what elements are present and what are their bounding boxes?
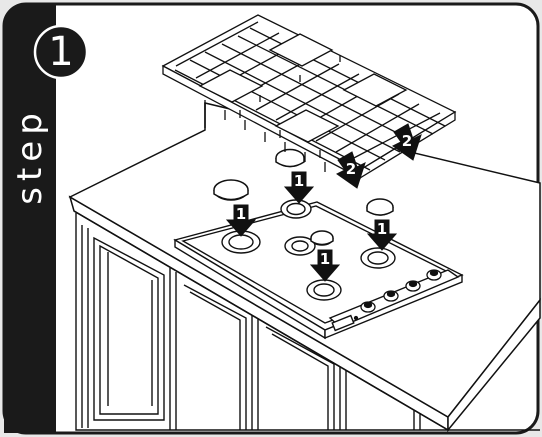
- arrow-cap-3: [366, 219, 398, 251]
- control-knobs: [353, 269, 442, 321]
- burner-caps: [213, 148, 394, 246]
- arrow-cap-1: [225, 204, 257, 237]
- arrow-cap-4: [309, 249, 341, 282]
- callout-label: 2: [345, 160, 357, 178]
- arrow-cap-2: [283, 171, 315, 204]
- callout-label: 1: [235, 205, 247, 223]
- down-arrows: [225, 123, 422, 282]
- step-band: [4, 4, 56, 433]
- callout-label: 1: [293, 172, 305, 190]
- arrow-grate-1: [336, 151, 366, 189]
- step-badge: [33, 24, 89, 80]
- countertop-edge: [447, 297, 541, 433]
- step-number: 1: [48, 29, 74, 75]
- step-label: step: [2, 92, 58, 220]
- arrow-grate-2: [392, 123, 422, 161]
- burner-bases: [221, 199, 396, 301]
- callout-label: 2: [401, 132, 413, 150]
- step-word: step: [10, 107, 51, 205]
- callout-label: 1: [376, 220, 388, 238]
- cabinet: [75, 213, 540, 431]
- burner-grates: [161, 14, 457, 180]
- callout-label: 1: [319, 250, 331, 268]
